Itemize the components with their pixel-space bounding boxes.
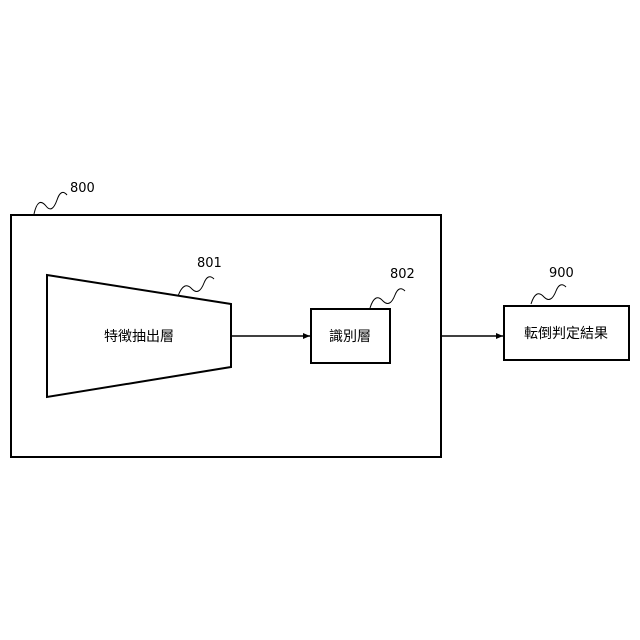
result-ref-number: 900 (549, 266, 574, 281)
classifier-ref-number: 802 (390, 267, 415, 282)
classification-label: 識別層 (329, 329, 371, 345)
outer-ref-number: 800 (70, 181, 95, 196)
extractor-ref-number: 801 (197, 256, 222, 271)
feature-extraction-label: 特徴抽出層 (104, 329, 174, 345)
outer-ref-leader (34, 192, 67, 214)
result-ref-leader (531, 285, 566, 304)
fall-detection-result-label: 転倒判定結果 (524, 326, 608, 342)
